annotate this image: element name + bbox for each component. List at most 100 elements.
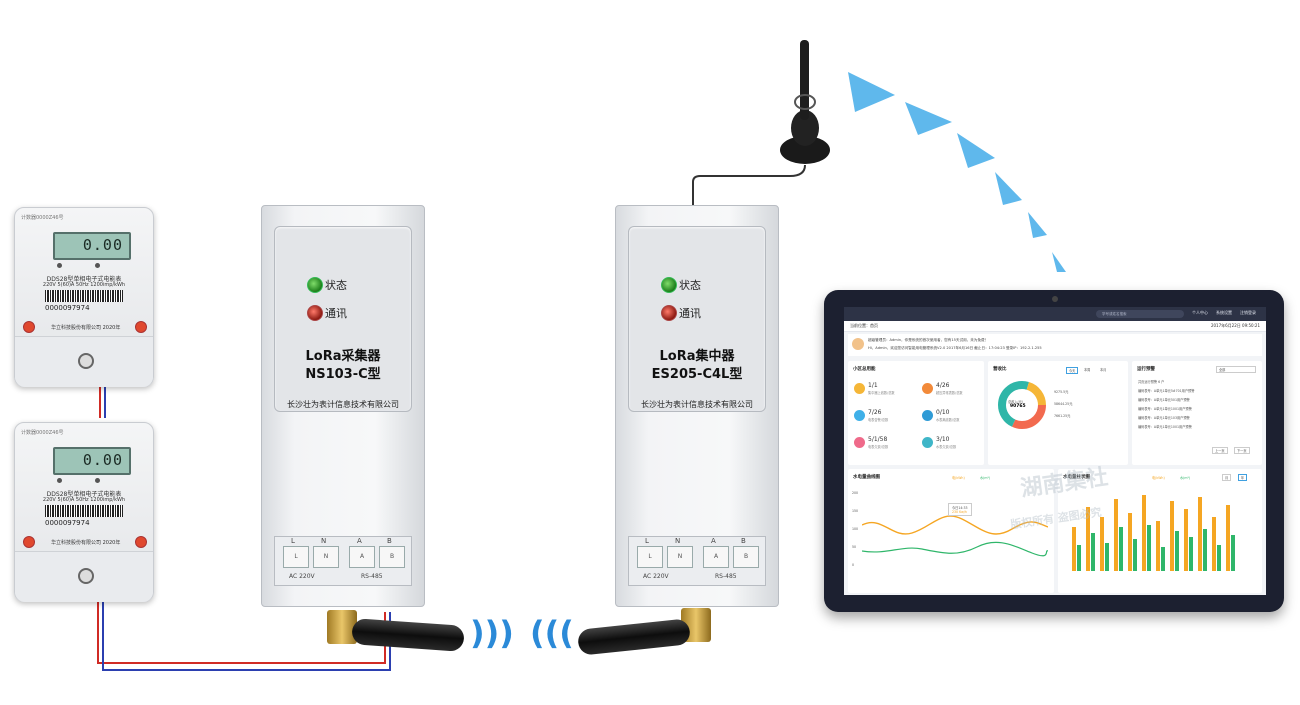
legend-water: 水(m³): [980, 476, 991, 480]
comm-label: 通讯: [679, 307, 701, 320]
meter-serial: 0000097974: [45, 304, 90, 312]
lora-collector: 状态 通讯 LoRa采集器 NS103-C型 长沙壮为表计信息技术有限公司 L …: [261, 205, 425, 607]
comm-led-icon: [307, 305, 323, 321]
meter-spec: 220V 5(60)A 50Hz 1200imp/kWh: [42, 497, 126, 503]
next-page-button[interactable]: 下一页: [1234, 447, 1250, 454]
prev-page-button[interactable]: 上一页: [1212, 447, 1228, 454]
datetime: 2017年6月22日 09:50:21: [1210, 323, 1260, 328]
collector-terminal-block: L N A B L N A B AC 220V RS-485: [274, 536, 412, 586]
tab-week[interactable]: 本周: [1084, 368, 1091, 372]
legend-electric: 电(kWh): [1152, 476, 1165, 480]
chart-tooltip: 今日14:33 230 Kw/h: [948, 503, 972, 516]
tooltip-line: 今日14:33: [952, 506, 968, 510]
alert-item[interactable]: 编码表号：A单元1单元501用户预警: [1138, 398, 1190, 402]
screw-icon: [135, 321, 147, 333]
card-title: 运行预警: [1137, 367, 1155, 372]
barcode-icon: [45, 505, 123, 517]
alert-item[interactable]: 编码表号：A单元1单元103用户预警: [1138, 416, 1190, 420]
menu-settings[interactable]: 系统设置: [1216, 310, 1232, 315]
meter-spec: 220V 5(60)A 50Hz 1200imp/kWh: [42, 282, 126, 288]
collector-company: 长沙壮为表计信息技术有限公司: [287, 400, 399, 409]
rs485-label: RS-485: [715, 573, 737, 580]
meter-led: [95, 478, 100, 483]
screw-icon: [23, 321, 35, 333]
meter-led: [95, 263, 100, 268]
y-tick: 150: [852, 509, 859, 513]
wireless-signal-icon: ))): [470, 614, 514, 652]
alert-item[interactable]: 编码表号：A单元1单元1001用户预警: [1138, 425, 1192, 429]
alert-item[interactable]: 编码表号：A单元1单元1001用户预警: [1138, 407, 1192, 411]
electric-meter-1: 计数器0000Z46号 0.00 DDS28型单相电子式电能表 220V 5(6…: [14, 207, 154, 387]
alert-item[interactable]: 编码表号：A单元1单元5#701用户预警: [1138, 389, 1195, 393]
meter-reading: 0.00: [82, 451, 123, 469]
meter-lcd: 0.00: [53, 232, 131, 260]
terminal-label: A: [711, 537, 716, 545]
bill-item: 58644.25元: [1054, 402, 1073, 406]
legend-water: 水(m³): [1180, 476, 1191, 480]
menu-profile[interactable]: 个人中心: [1192, 310, 1208, 315]
welcome-line-1: 超级管理员：Admin，你是系统的首次使用者，您有15天试用，未为免费！: [868, 338, 989, 342]
alert-filter-select[interactable]: 全部: [1216, 366, 1256, 373]
breadcrumb-text: 当前位置：首页: [850, 323, 878, 328]
seal-knob-icon: [78, 568, 94, 584]
terminal-screw: B: [379, 546, 405, 568]
card-title: 小区总用能: [853, 367, 876, 372]
collector-front-panel: 状态 通讯 LoRa采集器 NS103-C型 长沙壮为表计信息技术有限公司: [274, 226, 412, 412]
legend-electric: 电(kWh): [952, 476, 965, 480]
alerts-card: 运行预警 全部 共页运行预警 6 户 编码表号：A单元1单元5#701用户预警 …: [1132, 361, 1262, 465]
tab-month[interactable]: 月: [1222, 474, 1232, 481]
search-input[interactable]: 学号或姓名搜索: [1096, 310, 1184, 318]
card-title: 水电量柱状图: [1063, 475, 1090, 480]
terminal-screw: N: [667, 546, 693, 568]
status-label: 状态: [325, 279, 347, 292]
screw-icon: [135, 536, 147, 548]
y-tick: 200: [852, 491, 859, 495]
terminal-screw: A: [703, 546, 729, 568]
meter-led: [57, 478, 62, 483]
tab-year[interactable]: 年: [1238, 474, 1248, 481]
terminal-screw: L: [283, 546, 309, 568]
meter-maker: 华立科技股份有限公司 2020年: [51, 540, 121, 546]
welcome-panel: 超级管理员：Admin，你是系统的首次使用者，您有15天试用，未为免费！ Hi，…: [848, 334, 1262, 356]
top-bar: 学号或姓名搜索 个人中心 系统设置 注销登录: [844, 307, 1266, 321]
status-led-icon: [307, 277, 323, 293]
meter-model: DDS28型单相电子式电能表: [46, 276, 122, 283]
y-tick: 0: [852, 563, 855, 567]
bill-item: 9275.5元: [1054, 390, 1069, 394]
terminal-label: N: [675, 537, 681, 545]
concentrator-name: LoRa集中器: [659, 349, 735, 364]
tab-today[interactable]: 今天: [1066, 367, 1079, 374]
status-label: 状态: [679, 279, 701, 292]
tooltip-line: 230 Kw/h: [952, 510, 967, 514]
bill-item: 7661.25元: [1054, 414, 1071, 418]
power-label: AC 220V: [643, 573, 669, 580]
terminal-label: A: [357, 537, 362, 545]
welcome-line-2: Hi，Admin，欢迎您访问智能用电管理系统V2.0 2017年6月16日 截止…: [868, 346, 1042, 350]
line-chart: [862, 515, 1048, 557]
donut-label: 总收入(元): [1008, 400, 1024, 404]
meter-topline: 计数器0000Z46号: [21, 215, 64, 221]
terminal-screw: L: [637, 546, 663, 568]
card-title: 水电量曲线图: [853, 475, 880, 480]
terminal-screw: A: [349, 546, 375, 568]
avatar: [852, 338, 864, 350]
menu-logout[interactable]: 注销登录: [1240, 310, 1256, 315]
concentrator-company: 长沙壮为表计信息技术有限公司: [641, 400, 753, 409]
concentrator-front-panel: 状态 通讯 LoRa集中器 ES205-C4L型 长沙壮为表计信息技术有限公司: [628, 226, 766, 412]
concentrator-model: ES205-C4L型: [651, 367, 743, 382]
comm-led-icon: [661, 305, 677, 321]
terminal-label: L: [291, 537, 295, 545]
terminal-label: B: [741, 537, 746, 545]
collector-model: NS103-C型: [305, 367, 381, 382]
revenue-donut-chart: [998, 381, 1046, 429]
terminal-label: N: [321, 537, 327, 545]
meter-lcd: 0.00: [53, 447, 131, 475]
concentrator-terminal-block: L N A B L N A B AC 220V RS-485: [628, 536, 766, 586]
tab-month[interactable]: 本月: [1100, 368, 1107, 372]
